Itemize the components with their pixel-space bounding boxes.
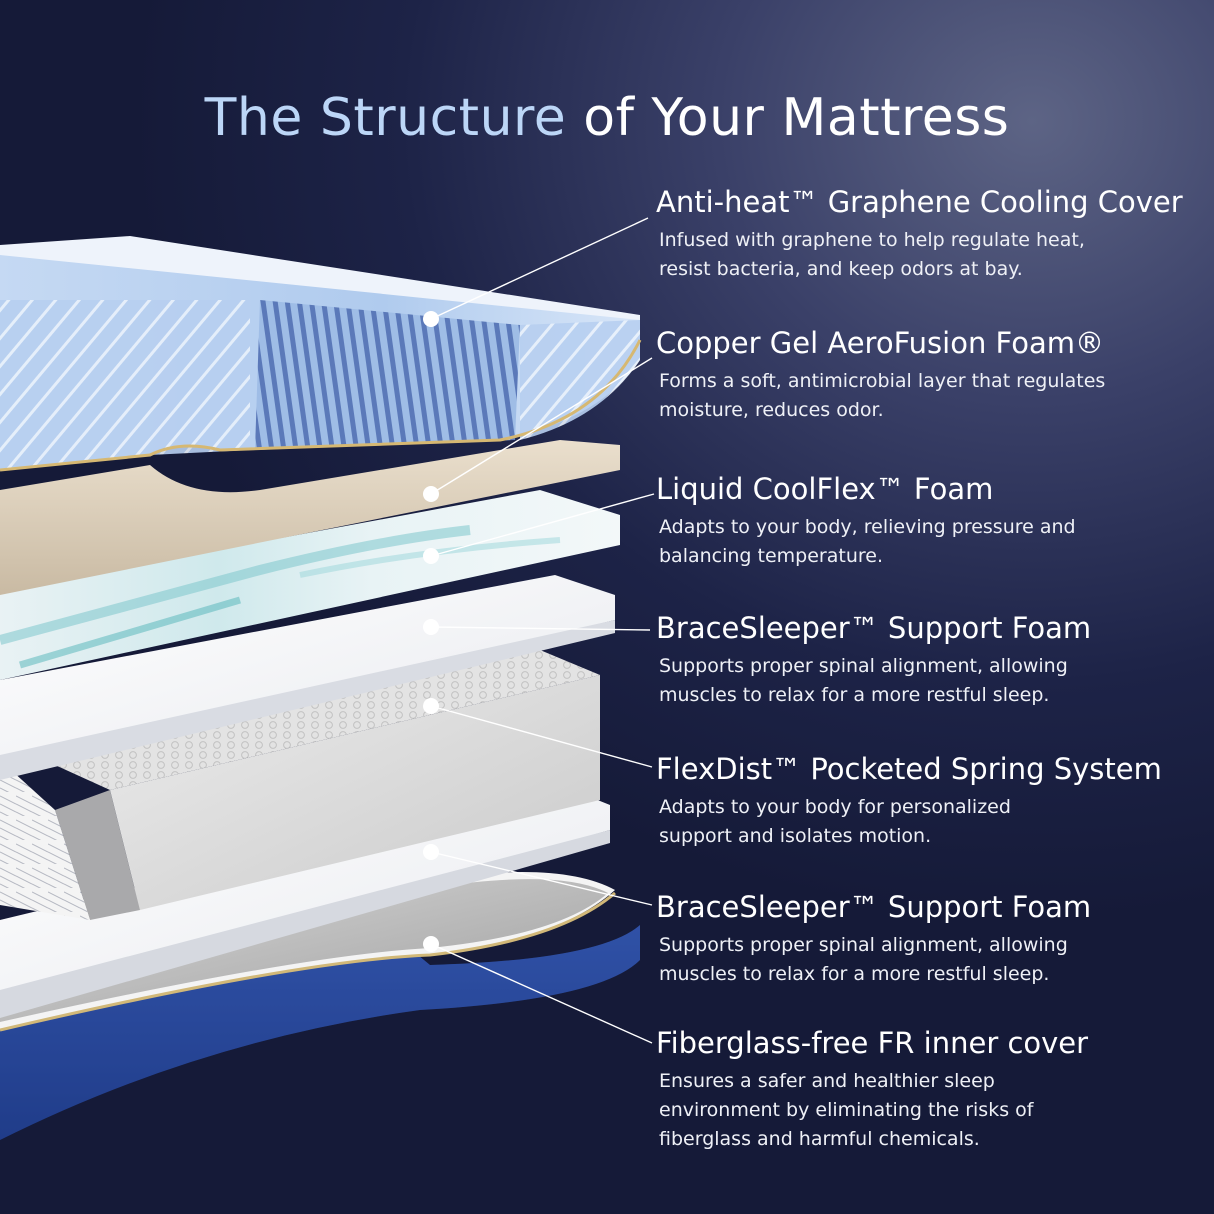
callout-copper-gel-foam: Copper Gel AeroFusion Foam® Forms a soft… bbox=[656, 325, 1196, 425]
gel-foam-layer bbox=[0, 490, 620, 680]
callout-desc-line: environment by eliminating the risks of bbox=[659, 1099, 1034, 1121]
callout-desc-line: resist bacteria, and keep odors at bay. bbox=[659, 258, 1023, 280]
callout-pocketed-spring-system: FlexDist™ Pocketed Spring System Adapts … bbox=[656, 751, 1196, 851]
title-rest: of Your Mattress bbox=[566, 88, 1010, 148]
callout-desc-line: Adapts to your body, relieving pressure … bbox=[659, 516, 1076, 538]
spring-system-layer bbox=[0, 650, 600, 920]
callout-heading: Copper Gel AeroFusion Foam® bbox=[656, 326, 1104, 360]
lower-support-foam-layer bbox=[0, 785, 610, 1018]
marker-dot bbox=[423, 698, 439, 714]
callout-description: Forms a soft, antimicrobial layer that r… bbox=[656, 367, 1196, 425]
marker-dot bbox=[423, 619, 439, 635]
callout-desc-line: muscles to relax for a more restful slee… bbox=[659, 963, 1050, 985]
callout-desc-line: balancing temperature. bbox=[659, 545, 884, 567]
callout-description: Supports proper spinal alignment, allowi… bbox=[656, 652, 1196, 710]
callout-heading: BraceSleeper™ Support Foam bbox=[656, 890, 1092, 924]
base-cover-layer bbox=[0, 872, 640, 1140]
marker-dot bbox=[423, 548, 439, 564]
callout-heading: Anti-heat™ Graphene Cooling Cover bbox=[656, 185, 1183, 219]
callout-heading: Fiberglass-free FR inner cover bbox=[656, 1026, 1089, 1060]
callout-support-foam-lower: BraceSleeper™ Support Foam Supports prop… bbox=[656, 889, 1196, 989]
callout-desc-line: Infused with graphene to help regulate h… bbox=[659, 229, 1085, 251]
callout-desc-line: support and isolates motion. bbox=[659, 825, 932, 847]
marker-dot bbox=[423, 486, 439, 502]
callout-desc-line: moisture, reduces odor. bbox=[659, 399, 884, 421]
callout-description: Adapts to your body, relieving pressure … bbox=[656, 513, 1196, 571]
top-cover-layer bbox=[0, 236, 642, 472]
callout-desc-line: Ensures a safer and healthier sleep bbox=[659, 1070, 995, 1092]
callout-graphene-cover: Anti-heat™ Graphene Cooling Cover Infuse… bbox=[656, 184, 1196, 284]
callout-support-foam-upper: BraceSleeper™ Support Foam Supports prop… bbox=[656, 610, 1196, 710]
upper-support-foam-layer bbox=[0, 575, 615, 780]
page-title: The Structure of Your Mattress bbox=[0, 88, 1214, 148]
callout-coolflex-foam: Liquid CoolFlex™ Foam Adapts to your bod… bbox=[656, 471, 1196, 571]
callout-desc-line: Adapts to your body for personalized bbox=[659, 796, 1011, 818]
callout-desc-line: Supports proper spinal alignment, allowi… bbox=[659, 655, 1068, 677]
callout-heading: BraceSleeper™ Support Foam bbox=[656, 611, 1092, 645]
callout-description: Supports proper spinal alignment, allowi… bbox=[656, 931, 1196, 989]
callout-description: Adapts to your body for personalized sup… bbox=[656, 793, 1196, 851]
callout-desc-line: Supports proper spinal alignment, allowi… bbox=[659, 934, 1068, 956]
leader-lines bbox=[430, 217, 655, 1044]
callout-desc-line: muscles to relax for a more restful slee… bbox=[659, 684, 1050, 706]
callout-desc-line: fiberglass and harmful chemicals. bbox=[659, 1128, 980, 1150]
callout-description: Ensures a safer and healthier sleep envi… bbox=[656, 1067, 1196, 1154]
copper-gel-foam-layer bbox=[0, 440, 620, 595]
callout-heading: Liquid CoolFlex™ Foam bbox=[656, 472, 994, 506]
callout-description: Infused with graphene to help regulate h… bbox=[656, 226, 1196, 284]
callout-heading: FlexDist™ Pocketed Spring System bbox=[656, 752, 1162, 786]
layer-marker-dots bbox=[423, 311, 439, 952]
marker-dot bbox=[423, 844, 439, 860]
marker-dot bbox=[423, 936, 439, 952]
callout-fr-inner-cover: Fiberglass-free FR inner cover Ensures a… bbox=[656, 1025, 1196, 1154]
marker-dot bbox=[423, 311, 439, 327]
title-accent: The Structure bbox=[204, 88, 567, 148]
callout-desc-line: Forms a soft, antimicrobial layer that r… bbox=[659, 370, 1106, 392]
